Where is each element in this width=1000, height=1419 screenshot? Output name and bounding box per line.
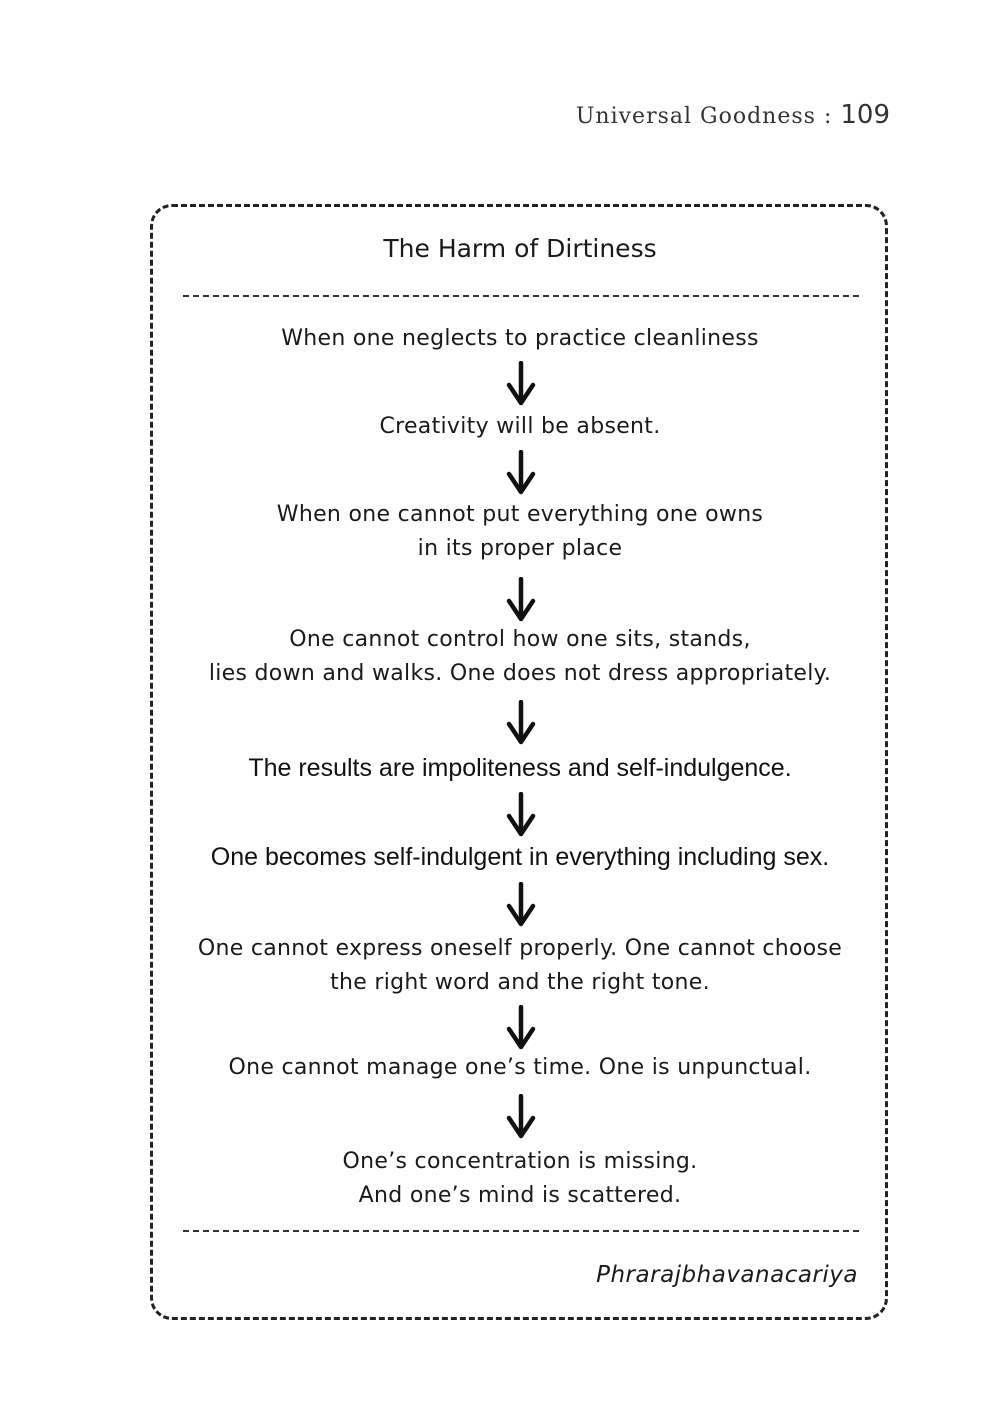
flow-step: One cannot control how one sits, stands,… bbox=[160, 623, 880, 691]
flow-step: One’s concentration is missing. And one’… bbox=[160, 1145, 880, 1213]
flow-step: One cannot manage one’s time. One is unp… bbox=[160, 1051, 880, 1085]
down-arrow-icon bbox=[506, 361, 536, 406]
flow-step-line: One cannot express oneself properly. One… bbox=[197, 936, 843, 961]
page-number: 109 bbox=[840, 100, 890, 130]
down-arrow-icon bbox=[506, 450, 536, 495]
flow-step-line: in its proper place bbox=[417, 536, 623, 561]
flow-step-line: The results are impoliteness and self-in… bbox=[248, 754, 792, 782]
flow-step-line: And one’s mind is scattered. bbox=[358, 1183, 682, 1208]
down-arrow-icon bbox=[506, 700, 536, 745]
running-head: Universal Goodness:109 bbox=[576, 100, 890, 130]
flow-step-line: When one neglects to practice cleanlines… bbox=[281, 326, 759, 351]
flow-step: Creativity will be absent. bbox=[160, 410, 880, 444]
flow-step: When one cannot put everything one owns … bbox=[160, 498, 880, 566]
down-arrow-icon bbox=[506, 792, 536, 837]
down-arrow-icon bbox=[506, 1094, 536, 1139]
top-divider bbox=[183, 295, 859, 297]
down-arrow-icon bbox=[506, 577, 536, 622]
flow-step-line: One becomes self-indulgent in everything… bbox=[210, 843, 830, 871]
bottom-divider bbox=[183, 1230, 859, 1232]
flow-step: When one neglects to practice cleanlines… bbox=[160, 322, 880, 356]
flow-step: The results are impoliteness and self-in… bbox=[160, 751, 880, 785]
author-signature: Phrarajbhavanacariya bbox=[596, 1262, 858, 1288]
down-arrow-icon bbox=[506, 882, 536, 927]
dashed-frame bbox=[150, 204, 888, 1320]
flow-step-line: One cannot manage one’s time. One is unp… bbox=[228, 1055, 812, 1080]
running-title: Universal Goodness bbox=[575, 104, 816, 129]
flow-step: One cannot express oneself properly. One… bbox=[160, 932, 880, 1000]
box-title: The Harm of Dirtiness bbox=[383, 234, 657, 263]
flow-step-line: One’s concentration is missing. bbox=[342, 1149, 698, 1174]
flow-step-line: When one cannot put everything one owns bbox=[276, 502, 764, 527]
flow-step-line: the right word and the right tone. bbox=[330, 970, 710, 995]
flow-step: One becomes self-indulgent in everything… bbox=[160, 840, 880, 874]
flow-step-line: lies down and walks. One does not dress … bbox=[208, 661, 832, 686]
flow-step-line: Creativity will be absent. bbox=[379, 414, 661, 439]
flow-step-line: One cannot control how one sits, stands, bbox=[289, 627, 751, 652]
running-head-separator: : bbox=[823, 104, 833, 129]
down-arrow-icon bbox=[506, 1005, 536, 1050]
